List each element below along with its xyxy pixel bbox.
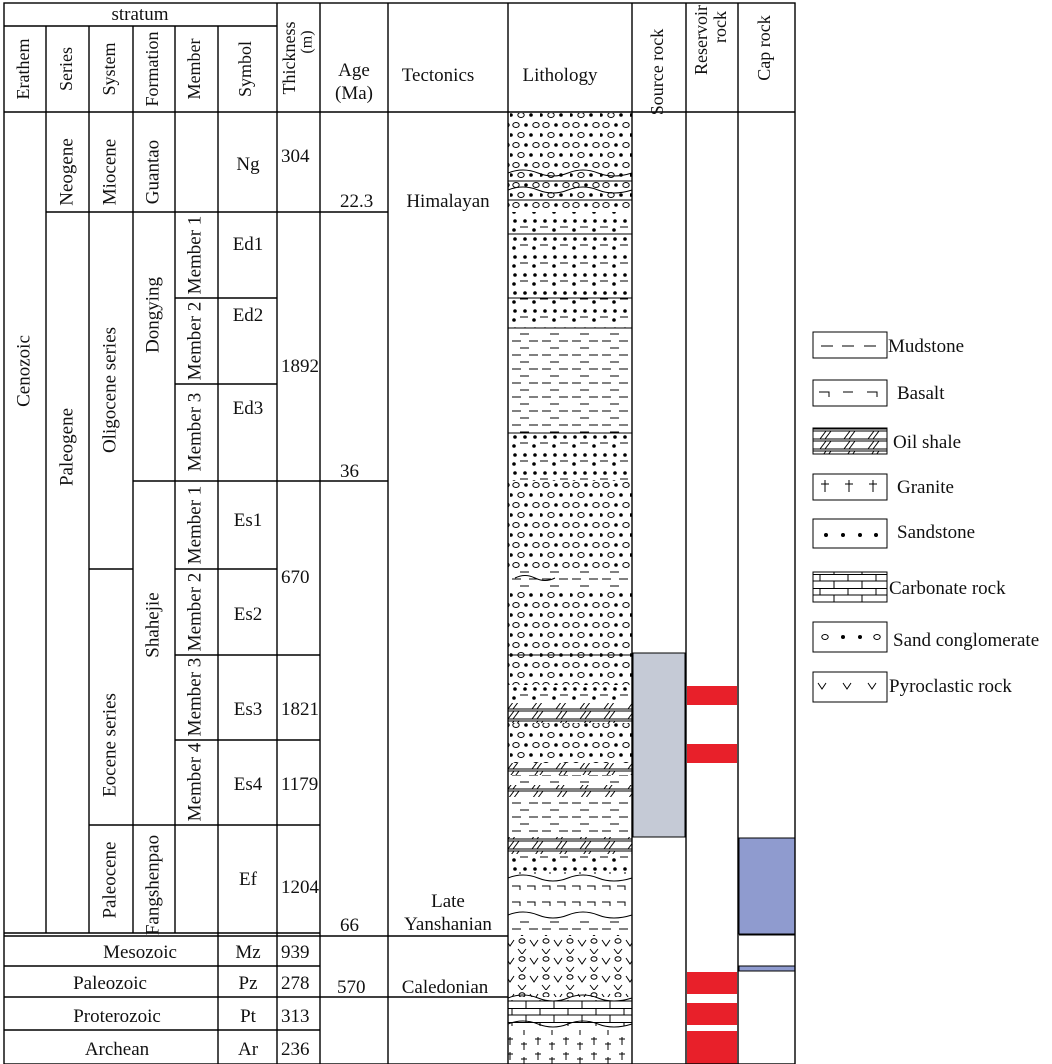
tectonics-label: Yanshanian — [404, 914, 492, 935]
symbol-label: Pt — [240, 1006, 257, 1027]
reservoir-rock-bar — [687, 744, 737, 763]
thickness-value: 1204 — [281, 877, 320, 898]
thickness-value: 939 — [281, 942, 310, 963]
member-label: Member 3 — [184, 393, 205, 472]
thickness-value: 236 — [281, 1039, 310, 1060]
symbol-label: Ed1 — [233, 234, 264, 255]
legend-item-oil-shale: Oil shale — [812, 427, 961, 455]
col-age-unit: (Ma) — [335, 83, 373, 104]
age-value: 22.3 — [340, 191, 373, 212]
col-thickness-unit: (m) — [299, 30, 316, 53]
erathem-label: Proterozoic — [73, 1006, 161, 1027]
legend: Mudstone Basalt Oil shale Granite Sandst… — [812, 331, 1039, 703]
cap-rock-bar — [738, 965, 796, 972]
col-reservoir-rock-2: rock — [710, 11, 730, 43]
legend-label: Pyroclastic rock — [889, 676, 1012, 697]
system-label: Miocene — [99, 139, 120, 205]
member-label: Member 3 — [184, 658, 205, 737]
age-value: 36 — [340, 461, 359, 482]
series-label: Paleogene — [56, 408, 77, 486]
formation-label: Shahejie — [142, 592, 163, 657]
legend-item-sand-conglomerate: Sand conglomerate — [812, 621, 1039, 653]
member-label: Member 4 — [184, 742, 205, 821]
formation-label: Fangshenpao — [142, 835, 163, 935]
symbol-label: Ng — [236, 154, 260, 175]
legend-label: Sandstone — [897, 522, 975, 543]
legend-label: Basalt — [897, 383, 945, 404]
system-label: Oligocene series — [99, 327, 120, 453]
thickness-value: 1821 — [281, 699, 319, 720]
thickness-value: 304 — [281, 146, 310, 167]
col-erathem: Erathem — [13, 39, 33, 100]
symbol-label: Ef — [239, 869, 258, 890]
thickness-value: 313 — [281, 1006, 310, 1027]
member-label: Member 2 — [184, 302, 205, 381]
age-value: 570 — [337, 977, 366, 998]
col-thickness: Thickness — [279, 22, 299, 95]
lithology-column — [507, 113, 633, 1064]
col-reservoir-rock-1: Reservoir — [691, 5, 711, 75]
symbol-label: Ed3 — [233, 398, 264, 419]
symbol-label: Pz — [239, 973, 258, 994]
system-label: Paleocene — [99, 841, 120, 918]
thickness-value: 1892 — [281, 356, 319, 377]
col-formation: Formation — [142, 32, 162, 107]
series-label: Neogene — [56, 138, 77, 206]
cap-rock-bar — [738, 837, 796, 935]
reservoir-rock-bar — [687, 1031, 737, 1064]
symbol-label: Mz — [235, 942, 260, 963]
tectonics-label: Himalayan — [406, 191, 490, 212]
symbol-label: Es2 — [234, 604, 263, 625]
erathem-label: Archean — [85, 1039, 150, 1060]
col-member: Member — [184, 39, 204, 100]
formation-label: Dongying — [142, 277, 163, 354]
legend-item-sandstone: Sandstone — [812, 518, 975, 549]
col-symbol: Symbol — [235, 41, 255, 97]
symbol-label: Ed2 — [233, 305, 264, 326]
reservoir-rock-bar — [687, 1003, 737, 1025]
thickness-value: 1179 — [281, 774, 318, 795]
thickness-value: 670 — [281, 567, 310, 588]
symbol-label: Es4 — [234, 774, 263, 795]
legend-item-mudstone: Mudstone — [812, 331, 964, 359]
col-source-rock: Source rock — [647, 29, 667, 115]
legend-label: Carbonate rock — [889, 578, 1006, 599]
thickness-value: 278 — [281, 973, 310, 994]
tectonics-label: Late — [431, 891, 465, 912]
symbol-label: Es1 — [234, 510, 263, 531]
formation-label: Guantao — [142, 140, 163, 204]
legend-label: Granite — [897, 477, 954, 498]
legend-item-granite: Granite — [812, 473, 954, 501]
erathem-label: Mesozoic — [103, 942, 177, 963]
legend-item-pyroclastic-rock: Pyroclastic rock — [812, 671, 1012, 703]
reservoir-rock-bar — [687, 972, 737, 994]
col-lithology: Lithology — [523, 65, 598, 86]
age-value: 66 — [340, 915, 359, 936]
tectonics-label: Caledonian — [402, 977, 489, 998]
member-label: Member 2 — [184, 573, 205, 652]
erathem-label: Cenozoic — [13, 335, 34, 407]
legend-label: Sand conglomerate — [893, 630, 1039, 651]
member-label: Member 1 — [184, 486, 205, 565]
table-grid — [3, 2, 796, 1064]
col-age: Age — [338, 60, 370, 81]
source-rock-bar — [632, 652, 686, 838]
legend-item-basalt: Basalt — [812, 379, 945, 407]
stratum-header: stratum — [112, 4, 169, 25]
system-label: Eocene series — [99, 693, 120, 797]
reservoir-rock-bar — [687, 686, 737, 705]
col-system: System — [99, 42, 119, 95]
symbol-label: Ar — [238, 1039, 259, 1060]
erathem-label: Paleozoic — [73, 973, 147, 994]
member-label: Member 1 — [184, 216, 205, 295]
legend-label: Oil shale — [893, 432, 961, 453]
col-tectonics: Tectonics — [402, 65, 475, 86]
col-series: Series — [56, 47, 76, 91]
symbol-label: Es3 — [234, 699, 263, 720]
col-cap-rock: Cap rock — [754, 15, 774, 80]
legend-label: Mudstone — [888, 336, 964, 357]
legend-item-carbonate-rock: Carbonate rock — [812, 571, 1006, 603]
